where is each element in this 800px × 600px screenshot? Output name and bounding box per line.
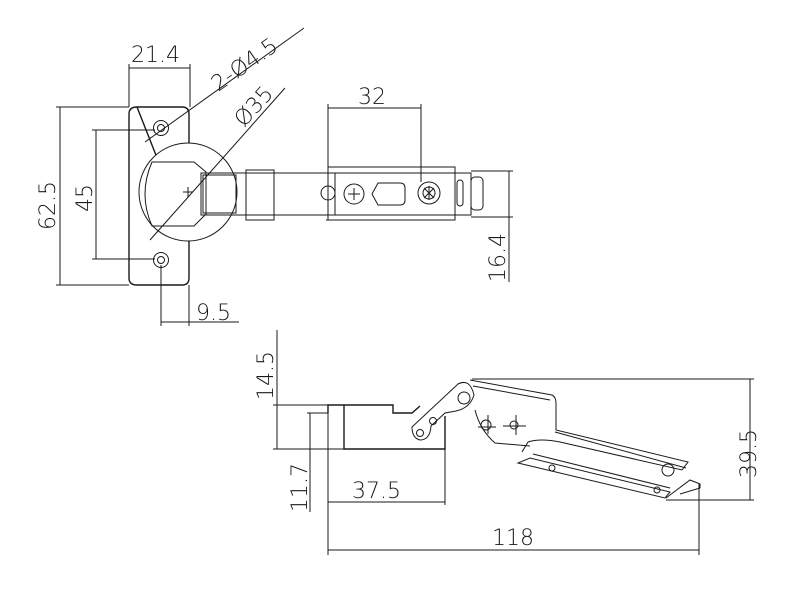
arm-link: [202, 174, 237, 214]
knuckle-link: [411, 381, 475, 441]
arm-hole: [320, 185, 336, 201]
mounting-plate: [128, 106, 190, 286]
arm-mounting-plate: [327, 166, 456, 221]
pivot-pin: [548, 464, 556, 472]
dim-arm-height-label: 16.4: [486, 233, 511, 282]
hinge-arm-profile: [469, 379, 689, 471]
dim-cup-inner-label: 11.7: [288, 463, 313, 512]
arm-tip: [665, 479, 701, 499]
pivot-pin: [457, 391, 471, 405]
dim-total-length: 118: [328, 484, 700, 555]
pivot-pin: [653, 486, 661, 494]
dim-holes-label: 2-Ø4.5: [207, 33, 283, 96]
dim-cup-length: 37.5: [327, 413, 446, 555]
dim-cup-inner: 11.7: [288, 412, 328, 512]
dim-width: 21.4: [128, 43, 191, 107]
arm-slot: [371, 182, 406, 206]
dim-cup-depth: 14.5: [254, 330, 344, 450]
pivot-pin: [429, 417, 437, 425]
pivot-pin: [661, 463, 675, 477]
fix-screw-star-icon: [423, 186, 435, 200]
dim-plate-spacing: 32: [327, 85, 422, 182]
cup-inner-octagon: [144, 161, 207, 227]
top-view: 21.4 2-Ø4.5 Ø35 62.5 45 9.5 32: [36, 27, 513, 326]
dim-cup-depth-label: 14.5: [254, 351, 279, 400]
cup-profile: [327, 404, 446, 450]
adjust-screw-cross-icon: [348, 188, 360, 200]
dim-total-height: 39.5: [472, 378, 762, 501]
dim-total-height-label: 39.5: [737, 429, 762, 478]
cross-marks: [478, 415, 526, 435]
dim-hole-spacing-label: 45: [73, 184, 98, 212]
pivot-pin: [416, 429, 424, 437]
arm-end-slot: [456, 179, 464, 207]
dim-cup-label: Ø35: [230, 82, 279, 132]
arm-curve: [474, 409, 531, 447]
dim-total-length-label: 118: [492, 526, 534, 551]
dim-offset-label: 9.5: [196, 301, 231, 326]
dim-height: 62.5: [36, 106, 129, 286]
side-view: 14.5 11.7 37.5 118 39.5: [254, 330, 762, 555]
adjust-screw-icon: [343, 183, 365, 205]
dim-width-label: 21.4: [131, 43, 180, 68]
dim-arm-height: 16.4: [471, 170, 513, 282]
screw-hole-top: [153, 120, 169, 136]
dim-offset: 9.5: [160, 265, 239, 326]
mounting-plate-profile: [516, 453, 671, 499]
fix-screw-icon: [417, 181, 441, 205]
dim-hole-spacing: 45: [73, 129, 155, 260]
dim-plate-spacing-label: 32: [358, 85, 386, 110]
arm-end-cap: [470, 176, 484, 211]
screw-hole-bottom-inner: [157, 256, 165, 264]
arm-link: [245, 169, 275, 221]
dim-height-label: 62.5: [36, 181, 61, 230]
dim-cup-length-label: 37.5: [352, 479, 401, 504]
